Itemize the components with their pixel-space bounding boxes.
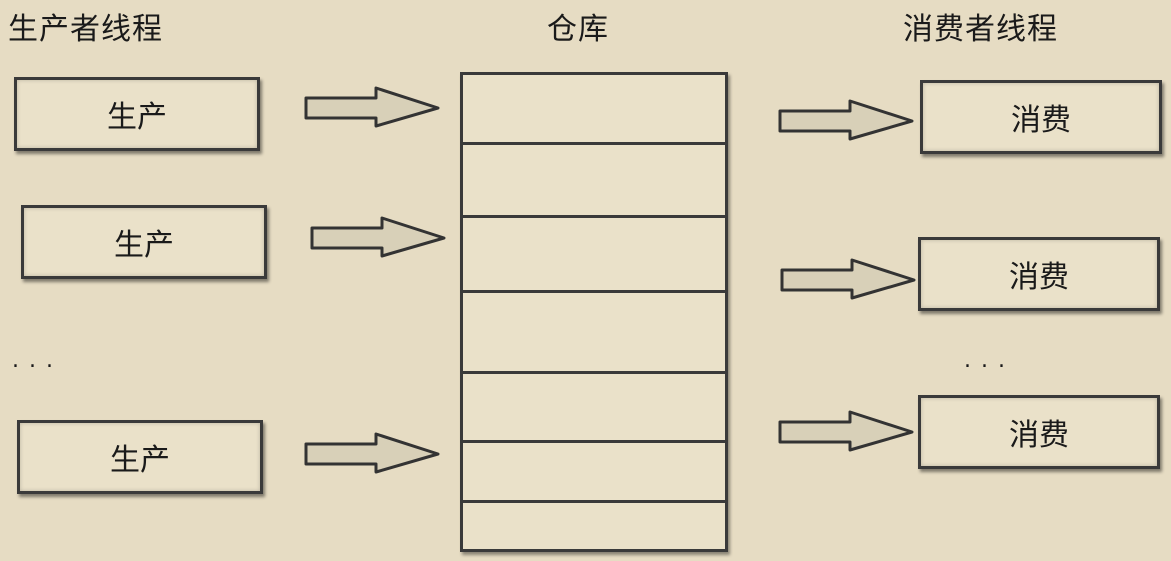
buffer-slot-divider bbox=[461, 440, 727, 443]
producer-arrow-3 bbox=[304, 432, 440, 474]
buffer-slot-divider bbox=[461, 290, 727, 293]
producer-box-3: 生产 bbox=[17, 420, 263, 494]
consumer-arrow-1 bbox=[778, 99, 914, 141]
producer-ellipsis: ... bbox=[12, 348, 63, 373]
warehouse-heading: 仓库 bbox=[547, 12, 609, 47]
consumer-arrow-3 bbox=[778, 410, 914, 452]
buffer-slot-divider bbox=[461, 371, 727, 374]
consumer-box-2: 消费 bbox=[918, 237, 1160, 311]
buffer-slot-divider bbox=[461, 142, 727, 145]
producer-box-1: 生产 bbox=[14, 77, 260, 151]
producer-heading: 生产者线程 bbox=[8, 12, 163, 47]
consumer-heading: 消费者线程 bbox=[903, 12, 1058, 47]
producer-box-2: 生产 bbox=[21, 205, 267, 279]
warehouse-buffer bbox=[460, 72, 728, 552]
producer-arrow-2 bbox=[310, 216, 446, 258]
buffer-slot-divider bbox=[461, 215, 727, 218]
consumer-box-3: 消费 bbox=[918, 395, 1160, 469]
consumer-box-1: 消费 bbox=[920, 80, 1162, 154]
consumer-arrow-2 bbox=[780, 258, 916, 300]
buffer-slot-divider bbox=[461, 500, 727, 503]
consumer-ellipsis: ... bbox=[964, 348, 1015, 373]
producer-arrow-1 bbox=[304, 86, 440, 128]
